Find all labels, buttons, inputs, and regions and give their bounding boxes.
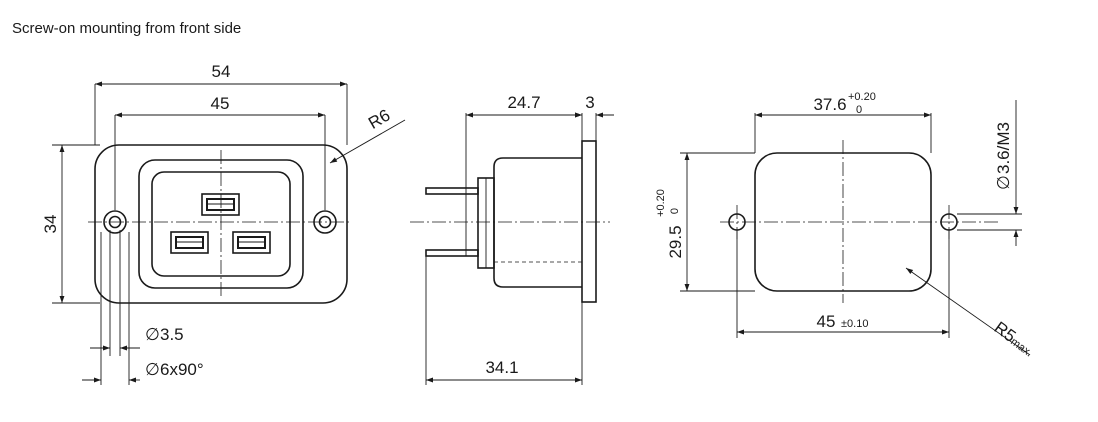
contact-top: [201, 193, 240, 216]
dim-body-depth: 24.7: [507, 93, 540, 112]
contact-left: [170, 231, 209, 254]
dim-countersink: 6x90°: [160, 360, 204, 379]
side-flange: [581, 140, 597, 303]
dim-hole-diameter-symbol: ∅: [145, 325, 160, 344]
front-flange-outline: [94, 144, 348, 304]
dim-countersink-symbol: ∅: [145, 360, 160, 379]
side-pin-top: [425, 187, 479, 195]
dim-cutout-width-tol-upper: +0.20: [848, 91, 876, 103]
side-body: [493, 157, 582, 288]
dim-hole-diameter: 3.5: [160, 325, 184, 344]
dim-total-length: 34.1: [485, 358, 518, 377]
dim-cutout-height-tol-upper: +0.20: [655, 189, 667, 217]
front-view: 54 45 34 R6 ∅ 3.5 ∅ 6x90°: [41, 62, 406, 385]
side-view: 24.7 3 34.1: [410, 93, 614, 385]
dim-overall-width: 54: [212, 62, 231, 81]
drawing-caption: Screw-on mounting from front side: [12, 20, 241, 37]
side-pin-bottom: [425, 249, 479, 257]
dim-cutout-height-tol-lower: 0: [669, 208, 681, 214]
dim-cutout-width-tol-lower: 0: [856, 104, 862, 116]
contact-right: [232, 231, 271, 254]
dim-flange-thickness: 3: [585, 93, 594, 112]
dim-thread: 3.6/M3: [994, 122, 1013, 174]
dim-cutout-radius-note: max.: [1008, 336, 1034, 360]
dim-cutout-width: 37.6: [813, 95, 846, 114]
dim-cutout-height: 29.5: [666, 225, 685, 258]
dim-hole-spacing: 45: [211, 94, 230, 113]
panel-cutout-view: 37.6 +0.20 0 29.5 +0.20 0 45 ±0.10 ∅ 3.6…: [655, 91, 1035, 359]
dim-thread-symbol: ∅: [994, 175, 1013, 190]
dim-height: 34: [41, 215, 60, 234]
dim-hole-spacing-cutout: 45: [817, 312, 836, 331]
dim-hole-spacing-tol: ±0.10: [841, 318, 868, 330]
